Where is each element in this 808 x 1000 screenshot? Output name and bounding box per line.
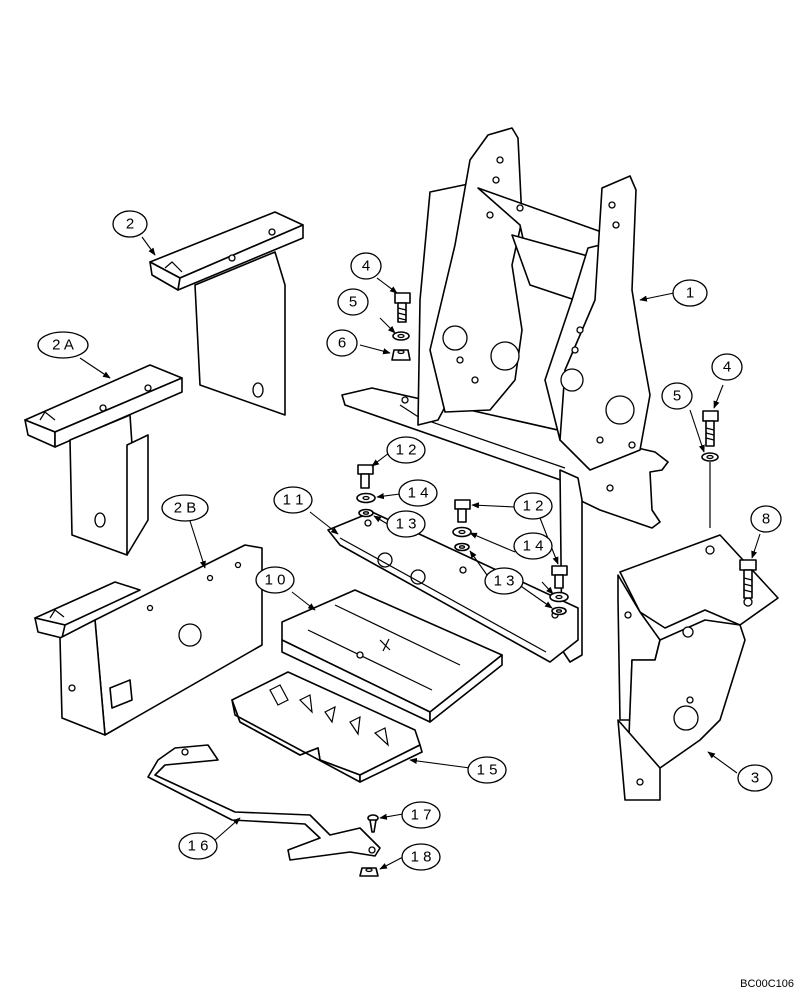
callout-8: 8 <box>750 505 782 533</box>
callout-13-right-label: 1 3 <box>494 573 515 590</box>
callout-5-left: 5 <box>337 288 369 316</box>
callout-16-label: 1 6 <box>188 838 209 855</box>
callout-11-label: 1 1 <box>283 492 304 509</box>
callout-5-right: 5 <box>661 382 693 410</box>
callout-15: 1 5 <box>467 756 507 784</box>
washer-5-left <box>392 331 410 341</box>
callout-2a-label: 2 A <box>52 337 74 354</box>
callout-17: 1 7 <box>401 801 441 829</box>
frame-hole <box>442 325 468 351</box>
bracket-part-2 <box>149 211 304 416</box>
callout-10: 1 0 <box>255 566 295 594</box>
washer-14-mid <box>452 526 472 538</box>
bolt-12-right <box>551 565 568 589</box>
callout-2a: 2 A <box>37 331 89 359</box>
callout-1: 1 <box>672 279 708 307</box>
callout-3: 3 <box>737 764 773 792</box>
callout-2b-label: 2 B <box>174 500 197 517</box>
callout-14-right-label: 1 4 <box>523 538 544 555</box>
callout-12-left-label: 1 2 <box>396 442 417 459</box>
callout-17-label: 1 7 <box>411 807 432 824</box>
callout-4-left: 4 <box>350 252 382 280</box>
nut-6 <box>391 349 411 361</box>
callout-13-right: 1 3 <box>484 567 524 595</box>
callout-15-label: 1 5 <box>477 762 498 779</box>
callout-4-left-label: 4 <box>362 258 370 275</box>
screw-17 <box>367 814 379 833</box>
mat-part-15 <box>231 671 423 783</box>
washer-5-right <box>701 452 719 462</box>
frame-hole <box>560 368 584 392</box>
drawing-code: BC00C106 <box>740 978 794 990</box>
plate-part-10 <box>281 589 503 723</box>
callout-6-label: 6 <box>338 335 346 352</box>
callout-11: 1 1 <box>273 486 313 514</box>
bolt-4-left <box>394 292 411 323</box>
callout-14-right: 1 4 <box>513 532 553 560</box>
bolt-8 <box>739 559 757 599</box>
callout-1-label: 1 <box>686 285 694 302</box>
callout-16: 1 6 <box>178 832 218 860</box>
callout-10-label: 1 0 <box>265 572 286 589</box>
callout-2-label: 2 <box>126 216 134 233</box>
frame-hole <box>490 341 520 371</box>
washer-13-mid <box>454 542 470 552</box>
callout-13-left: 1 3 <box>386 510 426 538</box>
callout-6: 6 <box>326 329 358 357</box>
callout-12-right: 1 2 <box>513 492 553 520</box>
washer-14-right <box>549 591 569 603</box>
frame-hole <box>605 395 635 425</box>
callout-3-label: 3 <box>751 770 759 787</box>
bracket-part-2a <box>24 364 183 556</box>
bracket-part-3 <box>617 534 779 801</box>
bolt-12-left <box>357 464 374 489</box>
callout-13-left-label: 1 3 <box>396 516 417 533</box>
callout-18-label: 1 8 <box>411 849 432 866</box>
callout-12-left: 1 2 <box>386 436 426 464</box>
nut-18 <box>359 867 379 877</box>
main-frame-part-1 <box>341 127 669 663</box>
callout-2: 2 <box>112 210 148 238</box>
washer-13-right <box>551 606 567 616</box>
bolt-4-right <box>702 410 719 447</box>
callout-5-right-label: 5 <box>673 388 681 405</box>
leader-lines <box>79 236 761 870</box>
callout-8-label: 8 <box>762 511 770 528</box>
callout-5-left-label: 5 <box>349 294 357 311</box>
callout-4-right: 4 <box>711 353 743 381</box>
rod-part-16 <box>147 744 381 861</box>
callout-4-right-label: 4 <box>723 359 731 376</box>
bracket-part-2b <box>34 544 263 736</box>
washer-14-left <box>356 492 376 504</box>
bolt-12-mid <box>454 499 471 523</box>
callout-18: 1 8 <box>401 843 441 871</box>
washer-13-left <box>358 508 374 518</box>
callout-14-left-label: 1 4 <box>408 485 429 502</box>
callout-12-right-label: 1 2 <box>523 498 544 515</box>
callout-14-left: 1 4 <box>398 479 438 507</box>
callout-2b: 2 B <box>161 494 209 522</box>
